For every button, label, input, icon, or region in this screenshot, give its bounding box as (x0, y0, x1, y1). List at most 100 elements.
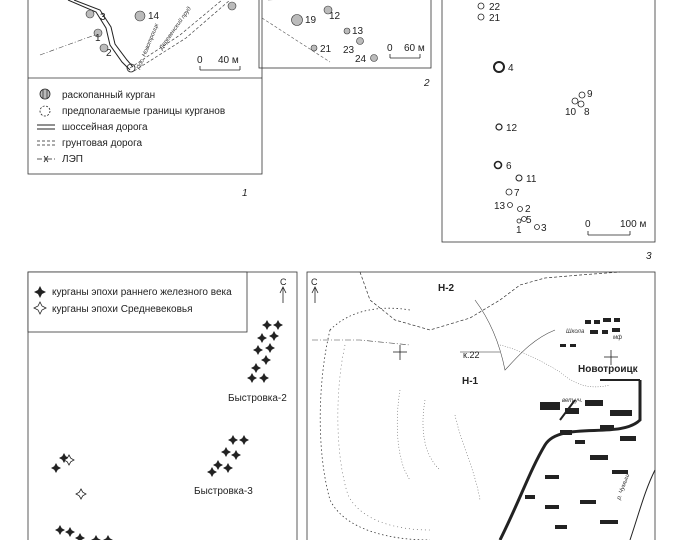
map-label-n2: Н-2 (438, 283, 455, 294)
scale-end: 40 м (218, 55, 239, 66)
tiny-label: мф (613, 335, 622, 341)
excavated-mound-symbol (39, 88, 51, 100)
mound-label: 9 (587, 89, 593, 100)
legend-text: предполагаемые границы курганов (62, 106, 225, 117)
excavated-mound (370, 54, 378, 62)
legend-text: раскопанный курган (62, 90, 155, 101)
mound-label: 13 (352, 26, 364, 37)
river-chumysh (629, 469, 656, 540)
panel-5: С Н-2 к.22 Н-1 Новотроицк р. Чумыш вет.у… (306, 271, 656, 540)
north-label: С (280, 277, 287, 287)
dirt-road-symbol (37, 140, 55, 146)
figure-number-1: 1 (242, 188, 248, 199)
medieval-symbol (33, 301, 47, 315)
mound (493, 61, 505, 73)
mound-label: 23 (343, 45, 355, 56)
early-iron-age-mound (55, 525, 65, 535)
river-label: р. Чумыш (616, 473, 631, 502)
slope-hatch (499, 344, 611, 388)
legend-text: грунтовая дорога (62, 138, 143, 149)
early-iron-age-mound (239, 435, 249, 445)
excavated-mound (310, 44, 318, 52)
early-iron-age-mound (103, 535, 113, 540)
power-line (39, 34, 96, 56)
mound (505, 188, 513, 196)
mound-label: 13 (494, 201, 506, 212)
early-iron-age-mound (262, 320, 272, 330)
scale-end: 100 м (620, 219, 646, 230)
mound-label: 5 (526, 215, 532, 226)
mound-label: 3 (541, 223, 547, 234)
mound-label: 24 (355, 54, 367, 65)
road-junction (126, 63, 136, 73)
legend-text: курганы эпохи Средневековья (52, 304, 193, 315)
mound (571, 97, 579, 105)
dirt-road (129, 0, 223, 69)
scale-start: 0 (387, 43, 393, 54)
mound-label: 21 (320, 44, 332, 55)
mound-label: 2 (525, 204, 531, 215)
excavated-mound (99, 43, 109, 53)
mound-label: 10 (565, 107, 577, 118)
panel-3: 22 21 4 9 10 8 12 6 11 7 13 2 5 1 3 0 10… (441, 0, 656, 262)
north-label: С (311, 277, 318, 287)
early-iron-age-mound (51, 463, 61, 473)
floodplain-boundary (319, 307, 431, 540)
panel-2-dirt-road (261, 17, 331, 63)
panel-1-scale-bar: 0 40 м (197, 55, 241, 71)
mound-label: 8 (584, 107, 590, 118)
excavated-mound (343, 27, 351, 35)
village-main-street (498, 380, 642, 540)
legend-text: шоссейная дорога (62, 122, 148, 133)
panel-1: 14 3 1 2 Пос. Новотроицк Деревенский пру… (27, 0, 263, 199)
early-iron-age-mound (247, 373, 257, 383)
mound-label: 2 (106, 48, 112, 59)
mound (495, 123, 503, 131)
mound (517, 206, 523, 212)
excavated-mound (323, 5, 333, 15)
panel-4-legend-box (27, 271, 248, 333)
mound-label: 4 (508, 63, 514, 74)
panel-2-mounds: 19 12 13 21 23 24 (291, 5, 378, 65)
mound-label: 7 (514, 188, 520, 199)
early-iron-age-mound (91, 535, 101, 540)
scale-start: 0 (585, 219, 591, 230)
group-label-bystrovka-3: Быстровка-3 (194, 486, 253, 497)
highway-symbol (37, 124, 55, 130)
panel-2-scale-bar: 0 60 м (387, 43, 425, 59)
map-label-k22: к.22 (463, 350, 479, 360)
early-iron-age-mound (59, 453, 69, 463)
early-iron-age-mound (257, 333, 267, 343)
dirt-road-2 (133, 0, 231, 72)
excavated-mound (85, 9, 95, 19)
power-line (312, 339, 411, 346)
medieval-mound (63, 454, 75, 466)
early-iron-age-mound (253, 345, 263, 355)
scale-end: 60 м (404, 43, 425, 54)
early-iron-age-mound (75, 533, 85, 540)
mound-label: 1 (516, 225, 522, 236)
excavated-mound (227, 1, 237, 11)
early-iron-age-mound (265, 343, 275, 353)
panel-1-frame (27, 0, 263, 175)
panel-1-mounds: 14 3 1 2 (85, 1, 237, 59)
figure-number-3: 3 (646, 251, 652, 262)
mound (507, 202, 513, 208)
village-street (559, 379, 640, 421)
mound-label: 19 (305, 15, 317, 26)
north-arrow: С (311, 277, 319, 303)
early-iron-age-mounds (51, 320, 283, 540)
scale-start: 0 (197, 55, 203, 66)
excavated-mound (356, 37, 364, 45)
mound-label: 22 (489, 2, 501, 13)
early-iron-age-mound (228, 435, 238, 445)
mound (515, 174, 523, 182)
tiny-label: вет.уч. (562, 398, 583, 404)
tiny-label: Школа (566, 329, 585, 335)
early-iron-age-mound (261, 355, 271, 365)
panel-3-scale-bar: 0 100 м (585, 219, 646, 236)
panel-2-frame (258, 0, 432, 69)
mound-label: 3 (100, 12, 106, 23)
early-iron-age-mound (223, 463, 233, 473)
